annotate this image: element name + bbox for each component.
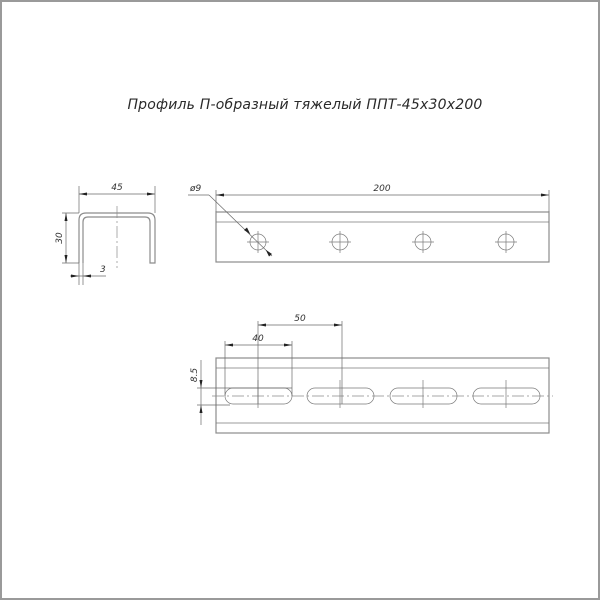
hole bbox=[329, 231, 351, 253]
diameter-leader bbox=[208, 194, 273, 257]
slot-width-label: 8.5 bbox=[190, 368, 200, 383]
drawing-title: Профиль П-образный тяжелый ППТ-45х30х200 bbox=[127, 97, 482, 113]
hole-diameter-label: ø9 bbox=[189, 184, 202, 194]
thickness-label: 3 bbox=[100, 265, 106, 275]
side-view: 45 30 3 bbox=[55, 183, 156, 285]
front-outline bbox=[215, 211, 550, 263]
hole bbox=[412, 231, 434, 253]
slot-pitch-label: 50 bbox=[294, 314, 306, 324]
width-label: 45 bbox=[111, 183, 123, 193]
bottom-view: 40 50 8.5 bbox=[190, 314, 553, 434]
slot bbox=[306, 387, 375, 405]
front-view: 200 ø9 bbox=[188, 184, 550, 263]
u-profile-outline bbox=[78, 212, 156, 264]
length-label: 200 bbox=[373, 184, 390, 194]
slot bbox=[389, 387, 458, 405]
bottom-outline bbox=[215, 357, 550, 434]
height-label: 30 bbox=[55, 232, 65, 244]
slot bbox=[472, 387, 541, 405]
hole bbox=[495, 231, 517, 253]
